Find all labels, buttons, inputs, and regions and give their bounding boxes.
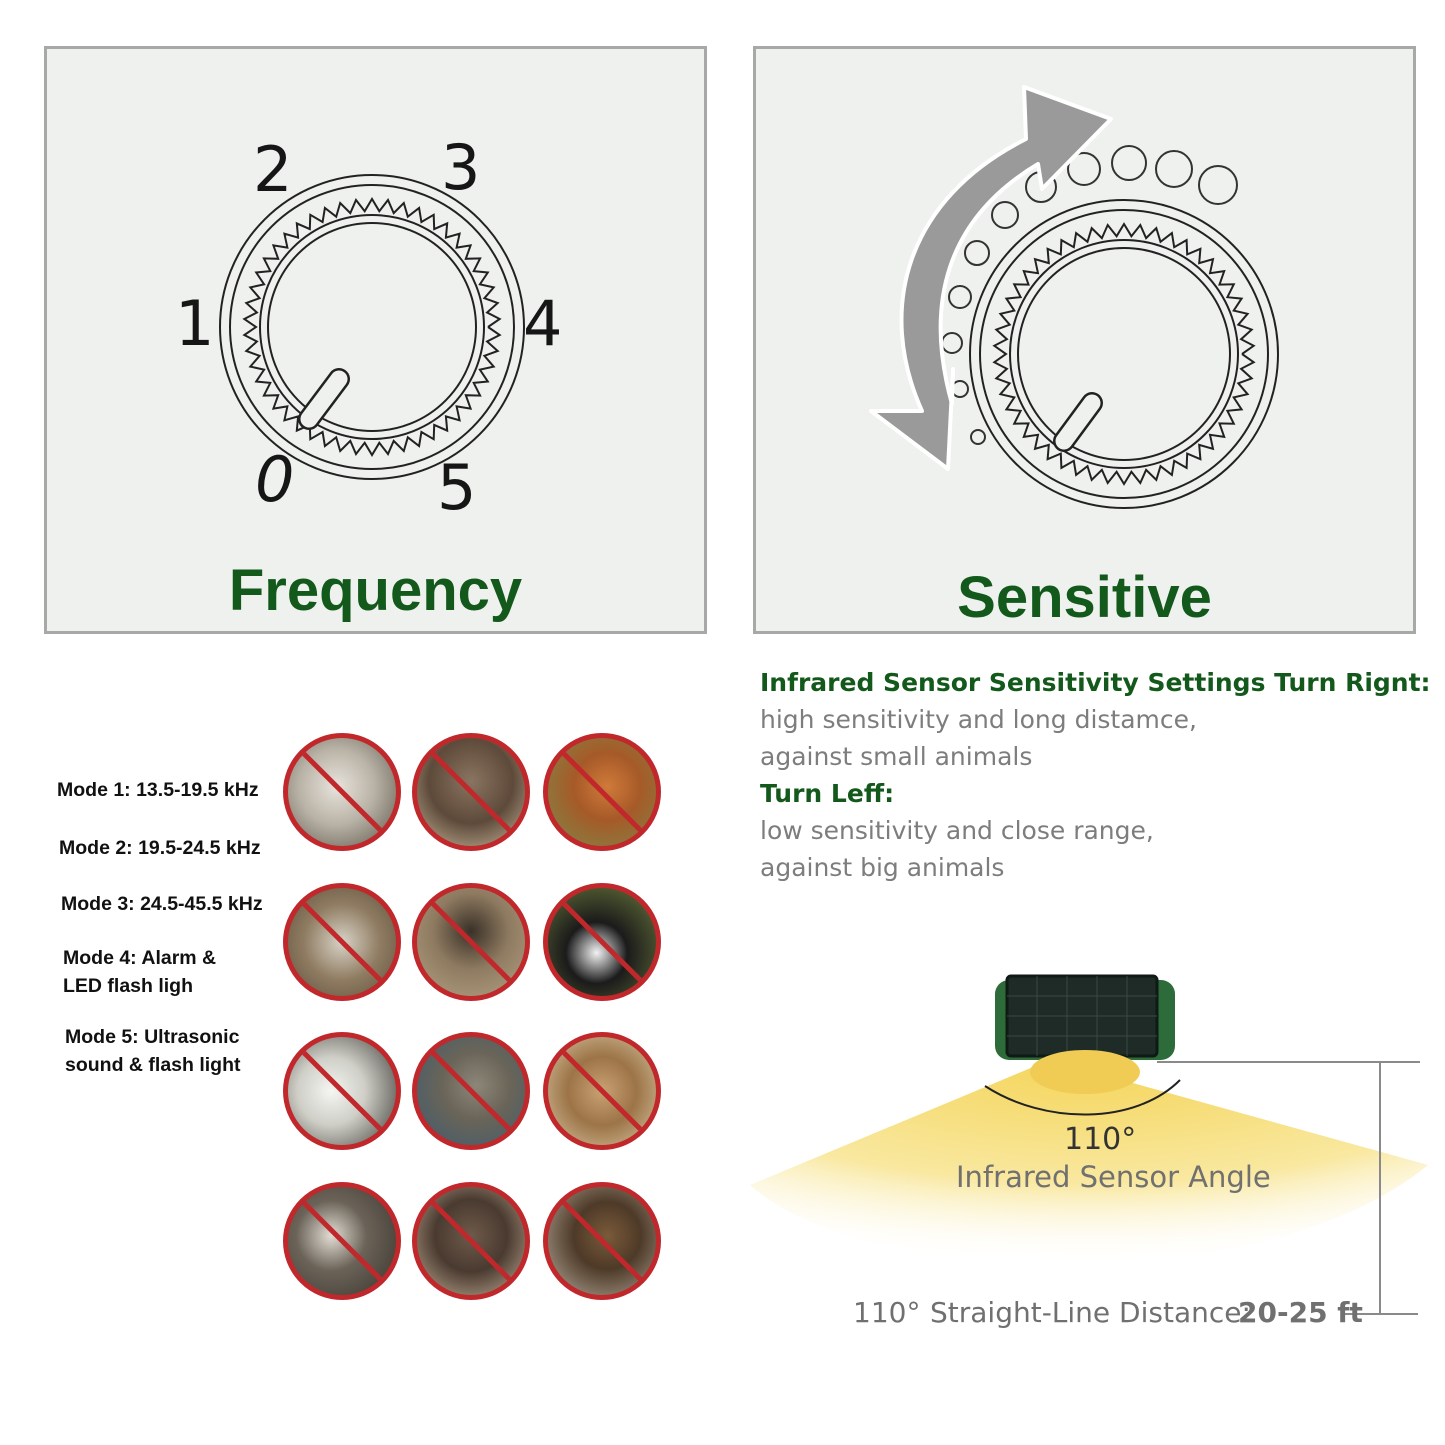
- dial-number-3: 3: [441, 131, 481, 204]
- mode-4-label: Mode 4: Alarm & LED flash ligh: [63, 944, 216, 1000]
- dial-number-2: 2: [253, 133, 293, 206]
- frequency-dial-icon: [219, 174, 525, 480]
- no-fox-icon: [543, 733, 661, 851]
- turn-right-line-2: against small animals: [760, 742, 1033, 771]
- sensitive-title: Sensitive: [957, 565, 1212, 630]
- mode-4-line-1: Mode 4: Alarm &: [63, 947, 217, 969]
- no-goose-icon: [412, 1032, 530, 1150]
- rotate-arrow-icon: [869, 85, 1113, 471]
- mode-5-label: Mode 5: Ultrasonic sound & flash light: [65, 1023, 241, 1079]
- sensor-angle-diagram: [750, 974, 1428, 1315]
- no-boar-icon: [412, 1182, 530, 1300]
- turn-right-heading: Infrared Sensor Sensitivity Settings Tur…: [760, 668, 1431, 697]
- bottom-angle-value: 110°: [853, 1296, 921, 1329]
- no-weasel-icon: [543, 1182, 661, 1300]
- sensitivity-description: Infrared Sensor Sensitivity Settings Tur…: [760, 664, 1431, 886]
- infrared-beam: [750, 1060, 1428, 1266]
- sensitivity-dial-icon: [869, 85, 1279, 509]
- no-rat-icon: [412, 733, 530, 851]
- no-dog-icon: [283, 733, 401, 851]
- sensor-angle-value: 110°: [1064, 1122, 1137, 1157]
- dial-number-4: 4: [523, 287, 563, 360]
- dial-number-1: 1: [175, 287, 215, 360]
- no-goose-icon: [283, 1032, 401, 1150]
- dial-number-5: 5: [437, 451, 477, 524]
- turn-left-line-1: low sensitivity and close range,: [760, 816, 1154, 845]
- no-skunk-icon: [543, 883, 661, 1001]
- sensitive-panel: Sensitive: [753, 46, 1416, 634]
- frequency-title: Frequency: [228, 558, 523, 623]
- sensor-angle-label: Infrared Sensor Angle: [956, 1160, 1271, 1194]
- mode-1-label: Mode 1: 13.5-19.5 kHz: [57, 779, 259, 801]
- distance-value: 20-25 ft: [1238, 1296, 1363, 1329]
- mode-4-line-2: LED flash ligh: [63, 975, 194, 997]
- no-cat-icon: [283, 883, 401, 1001]
- no-raccoon-icon: [283, 1182, 401, 1300]
- mode-3-label: Mode 3: 24.5-45.5 kHz: [61, 893, 263, 915]
- turn-left-line-2: against big animals: [760, 853, 1005, 882]
- no-badger-icon: [412, 883, 530, 1001]
- dial-number-0: 0: [255, 443, 295, 516]
- mode-5-line-2: sound & flash light: [65, 1054, 241, 1076]
- no-squirrel-icon: [543, 1032, 661, 1150]
- mode-2-label: Mode 2: 19.5-24.5 kHz: [59, 837, 261, 859]
- turn-left-heading: Turn Leff:: [760, 779, 895, 808]
- sensitivity-level-circles: [941, 145, 1238, 445]
- mode-5-line-1: Mode 5: Ultrasonic: [65, 1026, 240, 1048]
- solar-sensor-device: [995, 974, 1175, 1094]
- frequency-panel: 0 1 2 3 4 5 Frequency: [44, 46, 707, 634]
- turn-right-line-1: high sensitivity and long distamce,: [760, 705, 1197, 734]
- distance-label: Straight-Line Distance:: [930, 1296, 1251, 1329]
